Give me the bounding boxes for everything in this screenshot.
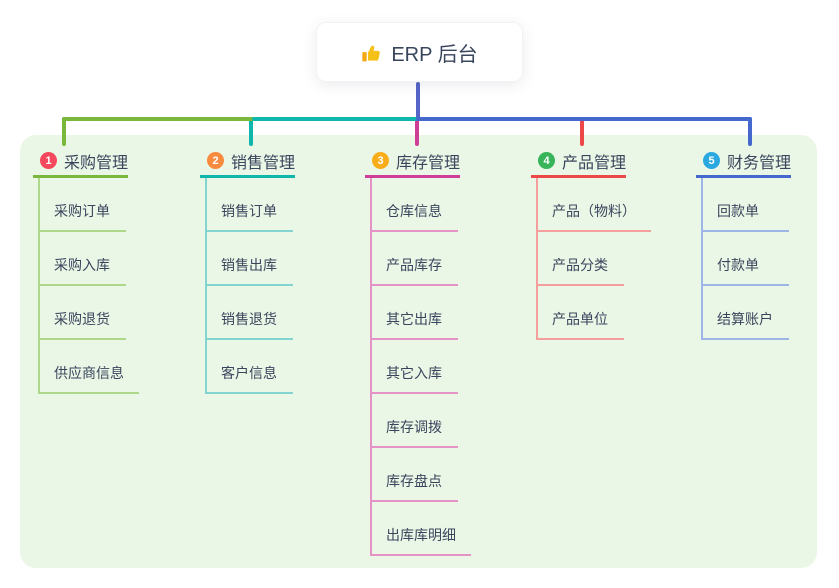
branch-children: 销售订单 销售出库 销售退货 客户信息 (200, 178, 360, 394)
branch-number-badge: 2 (207, 152, 224, 169)
child-node[interactable]: 其它入库 (370, 363, 458, 394)
thumbs-up-icon (361, 43, 382, 64)
child-row: 仓库信息 (365, 178, 525, 232)
child-row: 其它出库 (365, 286, 525, 340)
branch-label: 采购管理 (64, 154, 129, 172)
child-node[interactable]: 销售订单 (205, 201, 293, 232)
child-node[interactable]: 销售退货 (205, 309, 293, 340)
branch-trunk-line (205, 178, 207, 394)
child-row: 客户信息 (200, 340, 360, 394)
child-row: 产品库存 (365, 232, 525, 286)
child-node[interactable]: 库存调拨 (370, 417, 458, 448)
branch-number-badge: 5 (703, 152, 720, 169)
child-row: 采购订单 (33, 178, 193, 232)
child-node[interactable]: 其它出库 (370, 309, 458, 340)
branch-node[interactable]: 4 产品管理 (531, 146, 626, 178)
child-node[interactable]: 回款单 (701, 201, 789, 232)
child-row: 出库库明细 (365, 502, 525, 556)
child-row: 采购入库 (33, 232, 193, 286)
child-node[interactable]: 客户信息 (205, 363, 293, 394)
branch-node[interactable]: 5 财务管理 (696, 146, 791, 178)
child-row: 销售退货 (200, 286, 360, 340)
branch-column-3: 3 库存管理 仓库信息 产品库存 其它出库 其它入库 库存调拨 库存盘点 出库库… (365, 146, 525, 556)
child-node[interactable]: 库存盘点 (370, 471, 458, 502)
child-node[interactable]: 产品分类 (536, 255, 624, 286)
branch-label: 财务管理 (727, 154, 792, 172)
branch-column-4: 4 产品管理 产品（物料） 产品分类 产品单位 (531, 146, 691, 340)
child-row: 销售出库 (200, 232, 360, 286)
child-row: 付款单 (696, 232, 839, 286)
branch-children: 产品（物料） 产品分类 产品单位 (531, 178, 691, 340)
child-row: 采购退货 (33, 286, 193, 340)
child-node[interactable]: 采购退货 (38, 309, 126, 340)
child-node[interactable]: 供应商信息 (38, 363, 139, 394)
child-row: 回款单 (696, 178, 839, 232)
branch-label: 销售管理 (231, 154, 296, 172)
root-label: ERP 后台 (391, 43, 478, 66)
branch-children: 采购订单 采购入库 采购退货 供应商信息 (33, 178, 193, 394)
branches-panel (20, 135, 817, 568)
child-node[interactable]: 产品（物料） (536, 201, 651, 232)
branch-trunk-line (536, 178, 538, 340)
child-row: 库存调拨 (365, 394, 525, 448)
branch-label: 库存管理 (396, 154, 461, 172)
branch-trunk-line (701, 178, 703, 340)
branch-node[interactable]: 1 采购管理 (33, 146, 128, 178)
branch-trunk-line (38, 178, 40, 394)
branch-children: 回款单 付款单 结算账户 (696, 178, 839, 340)
branch-node[interactable]: 2 销售管理 (200, 146, 295, 178)
child-node[interactable]: 销售出库 (205, 255, 293, 286)
child-row: 供应商信息 (33, 340, 193, 394)
branch-column-1: 1 采购管理 采购订单 采购入库 采购退货 供应商信息 (33, 146, 193, 394)
branch-node[interactable]: 3 库存管理 (365, 146, 460, 178)
child-row: 结算账户 (696, 286, 839, 340)
branch-column-5: 5 财务管理 回款单 付款单 结算账户 (696, 146, 839, 340)
child-row: 产品单位 (531, 286, 691, 340)
branch-trunk-line (370, 178, 372, 556)
child-row: 库存盘点 (365, 448, 525, 502)
child-node[interactable]: 采购订单 (38, 201, 126, 232)
child-node[interactable]: 结算账户 (701, 309, 789, 340)
child-row: 销售订单 (200, 178, 360, 232)
branch-number-badge: 3 (372, 152, 389, 169)
child-node[interactable]: 产品库存 (370, 255, 458, 286)
child-row: 产品分类 (531, 232, 691, 286)
branch-label: 产品管理 (562, 154, 627, 172)
child-row: 其它入库 (365, 340, 525, 394)
root-node[interactable]: ERP 后台 (316, 22, 523, 82)
child-node[interactable]: 产品单位 (536, 309, 624, 340)
child-node[interactable]: 付款单 (701, 255, 789, 286)
branch-column-2: 2 销售管理 销售订单 销售出库 销售退货 客户信息 (200, 146, 360, 394)
child-node[interactable]: 出库库明细 (370, 525, 471, 556)
branch-number-badge: 1 (40, 152, 57, 169)
branch-children: 仓库信息 产品库存 其它出库 其它入库 库存调拨 库存盘点 出库库明细 (365, 178, 525, 556)
branch-number-badge: 4 (538, 152, 555, 169)
child-row: 产品（物料） (531, 178, 691, 232)
child-node[interactable]: 仓库信息 (370, 201, 458, 232)
child-node[interactable]: 采购入库 (38, 255, 126, 286)
